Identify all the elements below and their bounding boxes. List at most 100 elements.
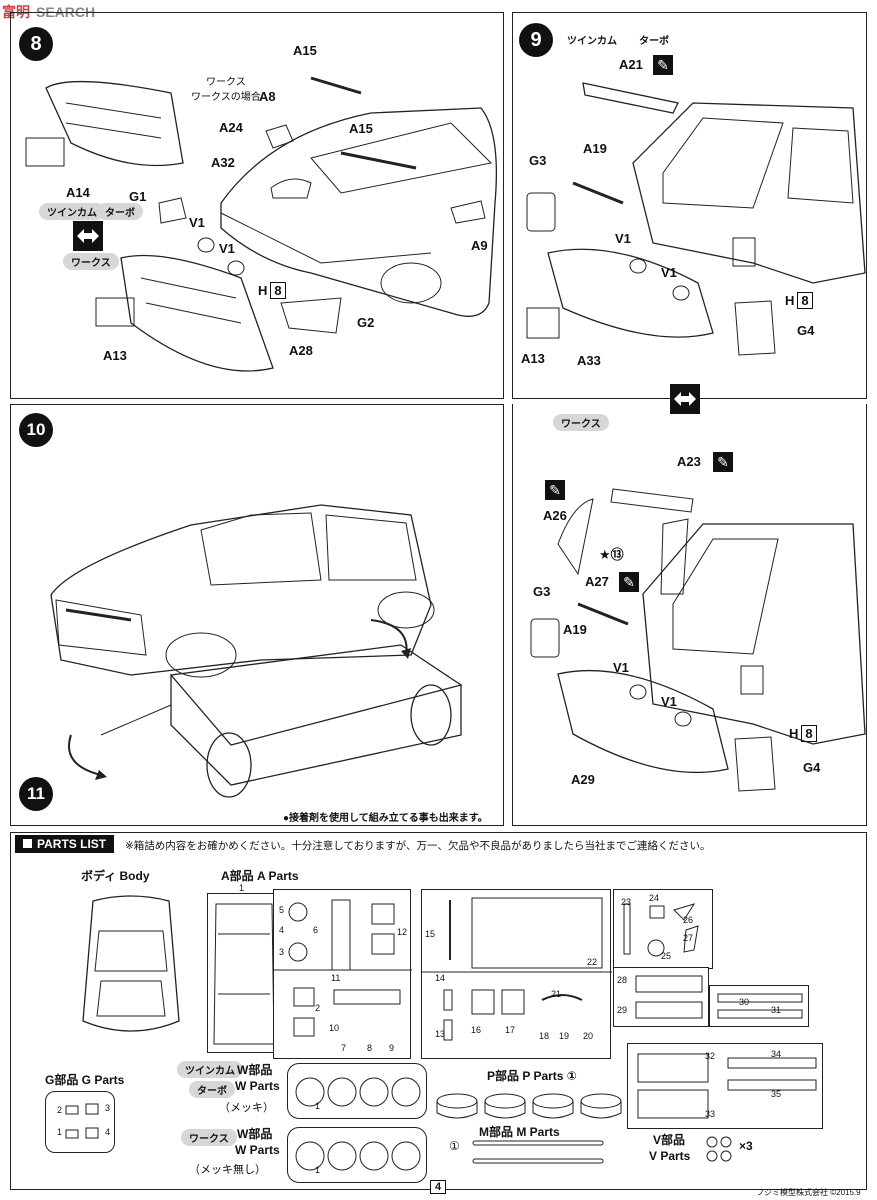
label-v1: V1 bbox=[615, 231, 631, 246]
g-parts-runner bbox=[45, 1091, 115, 1153]
part-number: 9 bbox=[389, 1043, 395, 1053]
rear-bumper-assembly-drawing bbox=[526, 82, 866, 356]
body-shell-drawing bbox=[82, 895, 180, 1032]
part-number: 23 bbox=[621, 897, 632, 907]
part-number: 4 bbox=[279, 925, 285, 935]
part-number: 26 bbox=[683, 915, 694, 925]
p-parts-tires-drawing bbox=[436, 1093, 622, 1119]
m-parts-circle-1: ① bbox=[449, 1139, 460, 1153]
part-number: 7 bbox=[341, 1043, 347, 1053]
label-a15: A15 bbox=[293, 43, 317, 58]
part-number: 32 bbox=[705, 1051, 716, 1061]
body-to-chassis-drawing bbox=[50, 504, 463, 798]
label-a14: A14 bbox=[66, 185, 90, 200]
swap-arrow-icon bbox=[670, 384, 700, 414]
w-parts-title: W部品 bbox=[237, 1127, 273, 1141]
part-number: 1 bbox=[57, 1127, 63, 1137]
part-number: 15 bbox=[425, 929, 436, 939]
label-v1-b: V1 bbox=[661, 694, 677, 709]
part-number: 10 bbox=[329, 1023, 340, 1033]
part-number: 34 bbox=[771, 1049, 782, 1059]
w-parts-note: （メッキ無し） bbox=[189, 1164, 266, 1176]
label-a27: A27 bbox=[585, 574, 609, 589]
label-a28: A28 bbox=[289, 343, 313, 358]
part-number: 35 bbox=[771, 1089, 782, 1099]
label-a32: A32 bbox=[211, 155, 235, 170]
p-parts-title: P部品 P Parts ① bbox=[487, 1069, 577, 1083]
parts-list-panel: PARTS LIST ※箱詰め内容をお確かめください。十分注意しておりますが、万… bbox=[10, 832, 867, 1190]
step-number-8: 8 bbox=[19, 27, 53, 61]
twin-cam-pill: ツインカム bbox=[567, 36, 617, 47]
part-number: 16 bbox=[471, 1025, 482, 1035]
step-number-9: 9 bbox=[519, 23, 553, 57]
label-a8: A8 bbox=[259, 89, 276, 104]
part-number: 14 bbox=[435, 973, 446, 983]
part-number: 13 bbox=[435, 1029, 446, 1039]
part-number: 11 bbox=[331, 973, 341, 983]
label-a13: A13 bbox=[103, 348, 127, 363]
label-v1-b: V1 bbox=[661, 265, 677, 280]
part-number: 33 bbox=[705, 1109, 716, 1119]
parts-list-header: PARTS LIST bbox=[15, 835, 115, 853]
w-parts-subtitle: W Parts bbox=[235, 1079, 280, 1093]
label-g3: G3 bbox=[529, 153, 547, 168]
label-g1: G1 bbox=[129, 189, 147, 204]
part-number: 12 bbox=[397, 927, 408, 937]
part-number: 2 bbox=[57, 1105, 63, 1115]
label-a24: A24 bbox=[219, 120, 243, 135]
part-number: 31 bbox=[771, 1005, 782, 1015]
a-parts-runner-6 bbox=[709, 985, 809, 1027]
works-note: ワークスワークスの場合 bbox=[191, 77, 261, 103]
copyright: フジミ模型株式会社 ©2015.9 bbox=[756, 1188, 861, 1197]
twin-cam-pill: ツインカム bbox=[177, 1061, 243, 1078]
label-a9: A9 bbox=[471, 238, 488, 253]
page-number: 4 bbox=[430, 1180, 447, 1194]
label-a33: A33 bbox=[577, 353, 601, 368]
part-number: 22 bbox=[587, 957, 598, 967]
v-parts-title: V部品 bbox=[653, 1133, 686, 1147]
w-parts-runner-plain bbox=[287, 1127, 427, 1183]
part-number: 21 bbox=[551, 989, 562, 999]
step-number-11: 11 bbox=[19, 777, 53, 811]
label-a29: A29 bbox=[571, 772, 595, 787]
v-parts-drawing bbox=[706, 1136, 732, 1162]
label-v1-b: V1 bbox=[219, 241, 235, 256]
works-pill: ワークス bbox=[553, 414, 609, 431]
part-number: 27 bbox=[683, 933, 694, 943]
part-number: 1 bbox=[315, 1101, 321, 1111]
part-number: 3 bbox=[105, 1103, 111, 1113]
step-number-10: 10 bbox=[19, 413, 53, 447]
twin-cam-pill: ツインカム bbox=[39, 203, 105, 220]
paint-icon: ✎ bbox=[619, 572, 639, 592]
a-parts-runner-7 bbox=[627, 1043, 823, 1129]
part-number: 3 bbox=[279, 947, 285, 957]
part-number: 1 bbox=[315, 1165, 321, 1175]
a-parts-runner-5 bbox=[613, 967, 709, 1027]
part-number: 6 bbox=[313, 925, 319, 935]
works-rear-panel: ワークス A23 ✎ ✎ A26 ★⑬ A27 ✎ G3 A19 V1 V1 H… bbox=[512, 404, 867, 826]
part-number: 18 bbox=[539, 1031, 550, 1041]
part-number: 17 bbox=[505, 1025, 516, 1035]
step-10-panel: 10 11 ●接着剤を使用して組み立てる事も出来ます。 bbox=[10, 404, 504, 826]
part-number: 25 bbox=[661, 951, 672, 961]
label-v1: V1 bbox=[613, 660, 629, 675]
part-number: 19 bbox=[559, 1031, 570, 1041]
paint-icon: ✎ bbox=[545, 480, 565, 500]
part-number: 30 bbox=[739, 997, 750, 1007]
w-parts-title: W部品 bbox=[237, 1063, 273, 1077]
label-g4: G4 bbox=[803, 760, 821, 775]
label-g2: G2 bbox=[357, 315, 375, 330]
v-parts-quantity: ×3 bbox=[739, 1139, 753, 1153]
label-a19: A19 bbox=[583, 141, 607, 156]
part-number: 24 bbox=[649, 893, 660, 903]
works-pill: ワークス bbox=[181, 1129, 237, 1146]
part-number: 8 bbox=[367, 1043, 373, 1053]
works-rear-assembly-drawing bbox=[530, 488, 866, 792]
label-v1: V1 bbox=[189, 215, 205, 230]
part-number: 20 bbox=[583, 1031, 594, 1041]
a-parts-runner-1 bbox=[207, 893, 279, 1053]
